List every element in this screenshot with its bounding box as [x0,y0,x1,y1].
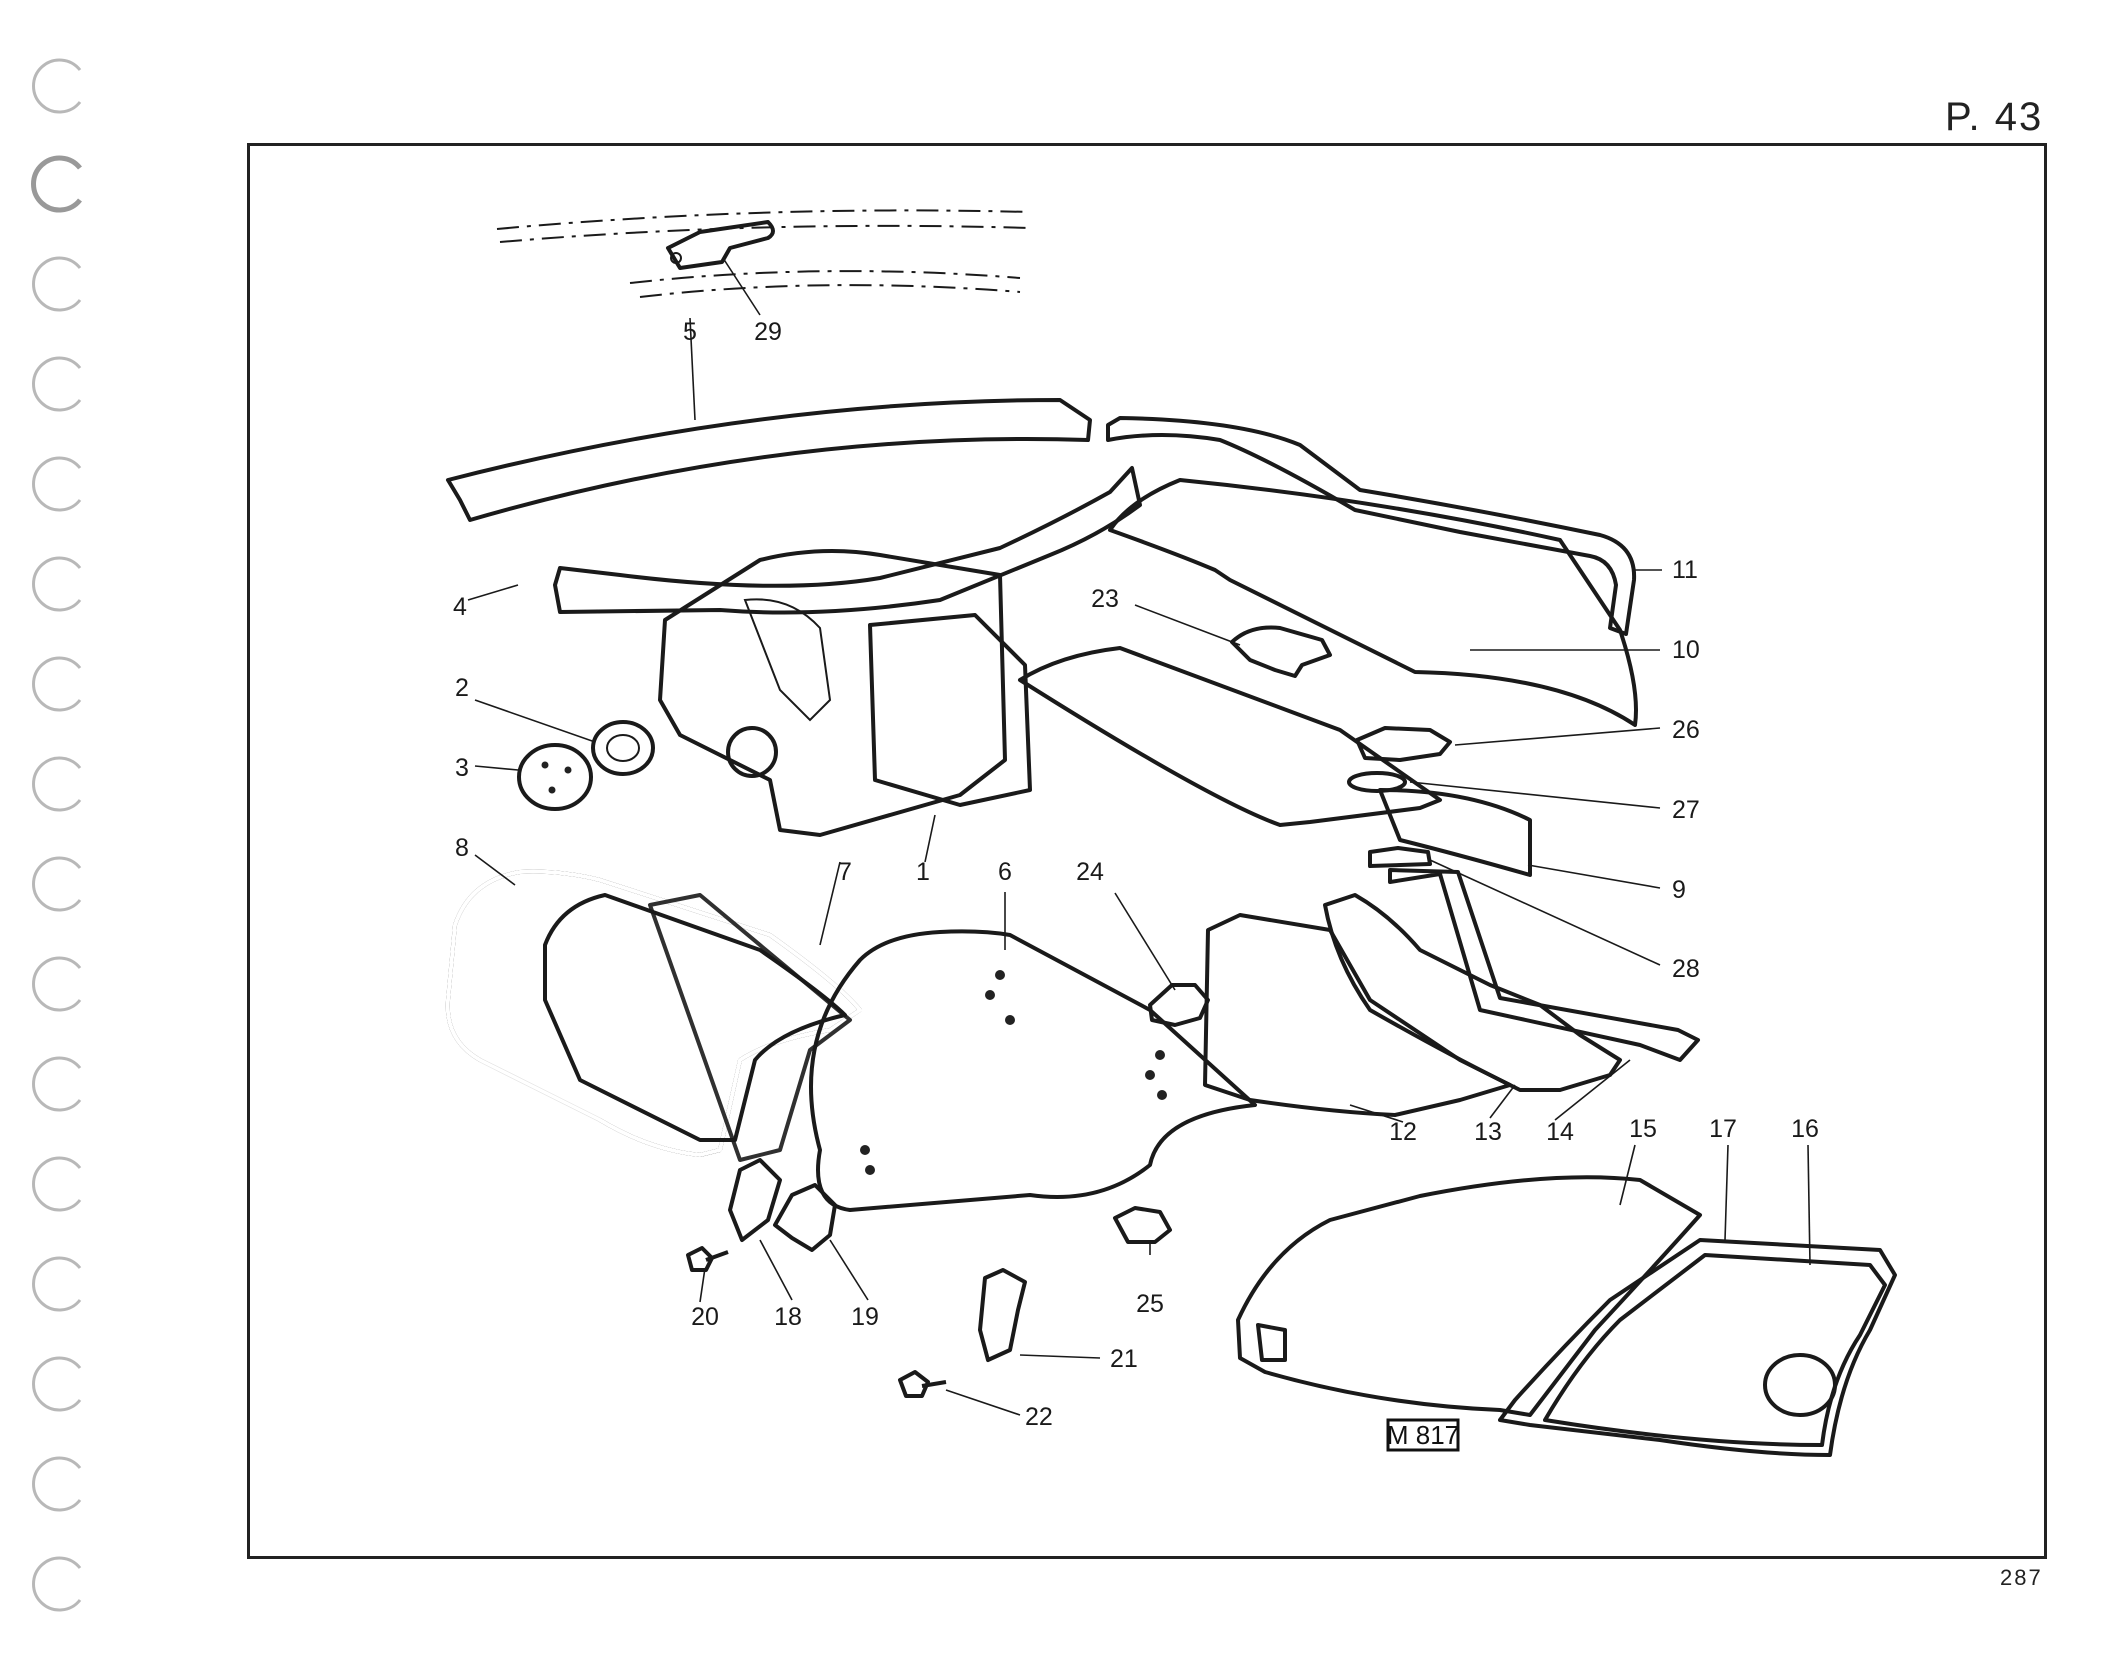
callout-5: 5 [683,318,697,346]
part-8-door-frame [445,869,863,1158]
part-17-lid-seal [1498,1238,1897,1457]
part-22-bolt [898,1370,947,1398]
callout-leader-lines [467,257,1811,1416]
callout-3: 3 [455,754,469,782]
callout-labels: 29 5 4 11 10 23 26 27 9 28 2 3 8 7 1 6 2… [453,318,1819,1431]
part-14-right-frame-seal [1388,868,1700,1062]
callout-19: 19 [851,1303,879,1331]
part-16-lid-felt-liner [1543,1253,1887,1447]
part-9-upper-floor-panel [1018,646,1442,827]
callout-14: 14 [1546,1118,1574,1146]
part-16-lid-opening [1763,1353,1837,1417]
part-13-right-felt-liner [1323,893,1622,1092]
callout-28: 28 [1672,955,1700,983]
part-6-floor-studs [860,970,1167,1175]
figure-reference-box: M 817 [1386,1418,1460,1452]
binder-holes [31,58,82,1612]
figure-reference: M 817 [1387,1420,1459,1450]
callout-29: 29 [754,318,782,346]
callout-2: 2 [455,674,469,702]
part-21-hinge [978,1268,1027,1362]
callout-11: 11 [1672,556,1698,584]
page-number: 287 [2000,1565,2043,1590]
callout-21: 21 [1110,1345,1138,1373]
callout-16: 16 [1791,1115,1819,1143]
part-28-small-plate [1368,846,1432,868]
part-11-frame-seal [1106,416,1637,636]
part-10-felt-panel [1108,478,1638,727]
callout-20: 20 [691,1303,719,1331]
part-12-right-floor-panel [1203,913,1512,1117]
part-26-hinge-plate [1355,726,1452,762]
part-23-clip [1230,625,1332,678]
callout-18: 18 [774,1303,802,1331]
callout-22: 22 [1025,1403,1053,1431]
part-3-cover-disc [517,743,593,811]
callout-10: 10 [1672,636,1700,664]
part-1-wheel-arch [658,549,1032,837]
part-15-latch-tab [1256,1323,1287,1362]
diagram-frame [247,143,2047,1559]
callout-8: 8 [455,834,469,862]
callout-23: 23 [1091,585,1119,613]
callout-9: 9 [1672,876,1686,904]
callout-6: 6 [998,858,1012,886]
callout-15: 15 [1629,1115,1657,1143]
callout-25: 25 [1136,1290,1164,1318]
part-9-felt-edge [1378,788,1532,877]
callout-26: 26 [1672,716,1700,744]
part-7-door-felt-liner [543,893,847,1142]
callout-12: 12 [1389,1118,1417,1146]
callout-1: 1 [916,858,930,886]
part-6-floor-panel [809,929,1257,1212]
part-15-lid-shell [1236,1175,1702,1417]
callout-17: 17 [1709,1115,1737,1143]
part-18-hinge [728,1158,782,1242]
part-25-plate [1113,1206,1172,1244]
callout-27: 27 [1672,796,1700,824]
part-20-bolt [686,1246,729,1272]
callout-4: 4 [453,593,467,621]
callout-24: 24 [1076,858,1104,886]
part-7-felt-strip [648,893,852,1162]
part-19-hinge-plate [773,1183,837,1252]
part-24-bracket [1148,983,1210,1027]
part-4-crossmember [553,466,1142,615]
callout-13: 13 [1474,1118,1502,1146]
part-27-ring-seal [1347,771,1407,793]
part-2-grommet [591,720,655,776]
part-29-bracket [496,209,1031,298]
page-label: P. 43 [1945,95,2044,139]
callout-7: 7 [838,858,852,886]
part-5-top-rail [446,398,1092,522]
